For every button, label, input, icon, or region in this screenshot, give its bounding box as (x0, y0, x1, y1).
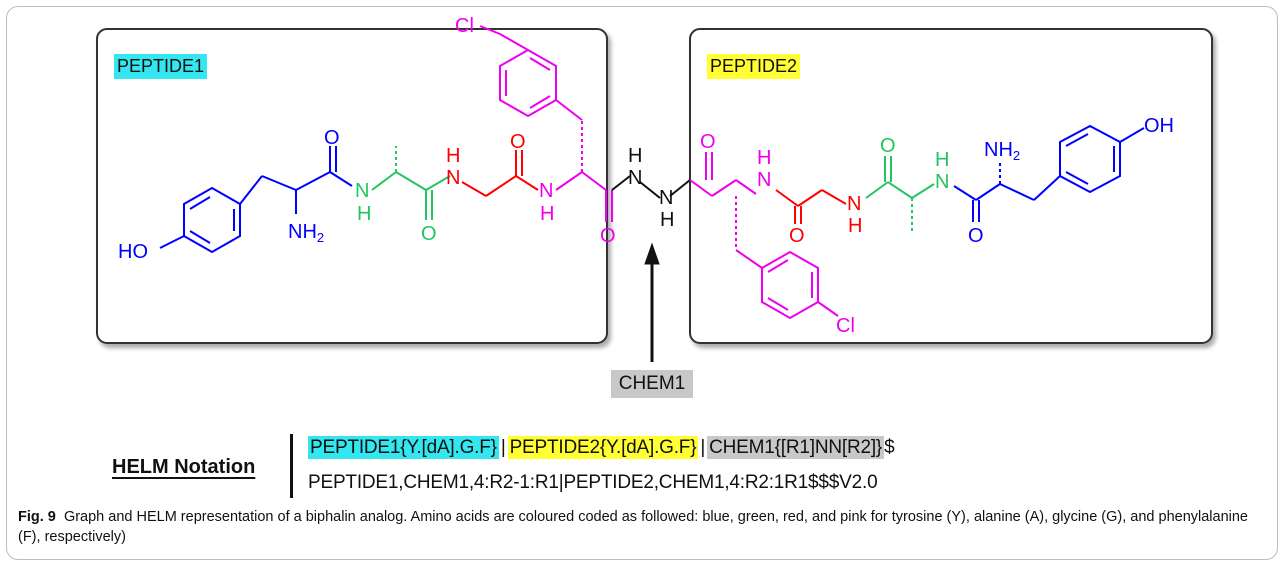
atom-h-linker-bottom: H (660, 209, 674, 231)
atom-oh-right: OH (1144, 115, 1174, 137)
atom-h-right-ala: H (935, 149, 949, 171)
atom-cl-right: Cl (836, 315, 855, 337)
peptide2-box (689, 28, 1213, 344)
helm-chem1-segment: CHEM1{[R1]NN[R2]} (707, 436, 885, 459)
atom-h-left-phe: H (540, 203, 554, 225)
atom-nh2-left: NH2 (288, 221, 324, 245)
helm-peptide2-segment: PEPTIDE2{Y.[dA].G.F} (507, 436, 699, 459)
tyrosine-right (953, 124, 1145, 222)
linker-arrow (644, 242, 660, 362)
peptide1-label: PEPTIDE1 (114, 54, 208, 79)
helm-separator: | (700, 437, 706, 458)
helm-line-2: PEPTIDE1,CHEM1,4:R2-1:R1|PEPTIDE2,CHEM1,… (308, 472, 878, 493)
atom-nh2-right: NH2 (984, 139, 1020, 163)
helm-separator: | (500, 437, 506, 458)
atom-o-right-gly: O (789, 225, 805, 247)
atom-o-left-gly: O (510, 131, 526, 153)
chem1-label: CHEM1 (611, 370, 693, 398)
alanine-left (371, 146, 451, 220)
caption-text: Graph and HELM representation of a bipha… (18, 509, 1248, 545)
atom-o-left-ala: O (421, 223, 437, 245)
helm-notation-label: HELM Notation (112, 456, 256, 478)
caption-figure-number: Fig. 9 (18, 509, 56, 525)
glycine-right (775, 189, 847, 224)
helm-line-1: PEPTIDE1{Y.[dA].G.F}|PEPTIDE2{Y.[dA].G.F… (308, 436, 895, 459)
atom-n-right-phe: N (757, 169, 771, 191)
atom-n-left-ala: N (355, 180, 369, 202)
atom-h-right-gly: H (848, 215, 862, 237)
atom-h-left-gly: H (446, 145, 460, 167)
figure-caption: Fig. 9 Graph and HELM representation of … (18, 507, 1268, 547)
peptide2-label: PEPTIDE2 (707, 54, 801, 79)
atom-n-linker-2: N (659, 187, 673, 209)
atom-n-right-gly: N (847, 193, 861, 215)
atom-h-left-ala: H (357, 203, 371, 225)
atom-o-right-ala: O (880, 135, 896, 157)
atom-o-right-phe: O (700, 131, 716, 153)
alanine-right (865, 156, 935, 232)
atom-ho-left: HO (118, 241, 148, 263)
helm-peptide1-segment: PEPTIDE1{Y.[dA].G.F} (308, 436, 499, 459)
atom-n-linker-1: N (628, 167, 642, 189)
glycine-left (461, 150, 539, 197)
phenylalanine-left (479, 25, 613, 222)
molecule-diagram: HO NH2 O N H O H N O N H O Cl H N N H O … (96, 15, 1213, 362)
atom-o-right-tyr: O (968, 225, 984, 247)
atom-o-left-tyr: O (324, 127, 340, 149)
atom-h-linker-top: H (628, 145, 642, 167)
tyrosine-left (159, 146, 353, 254)
phenylalanine-right (689, 152, 839, 320)
hydrazine-linker (611, 175, 691, 199)
helm-end-symbol: $ (884, 437, 895, 458)
atom-n-left-phe: N (539, 180, 553, 202)
helm-divider (290, 434, 293, 498)
atom-n-right-ala: N (935, 171, 949, 193)
atom-cl-left: Cl (455, 15, 474, 37)
atom-n-left-gly: N (446, 167, 460, 189)
atom-h-right-phe: H (757, 147, 771, 169)
atom-o-left-phe: O (600, 225, 616, 247)
